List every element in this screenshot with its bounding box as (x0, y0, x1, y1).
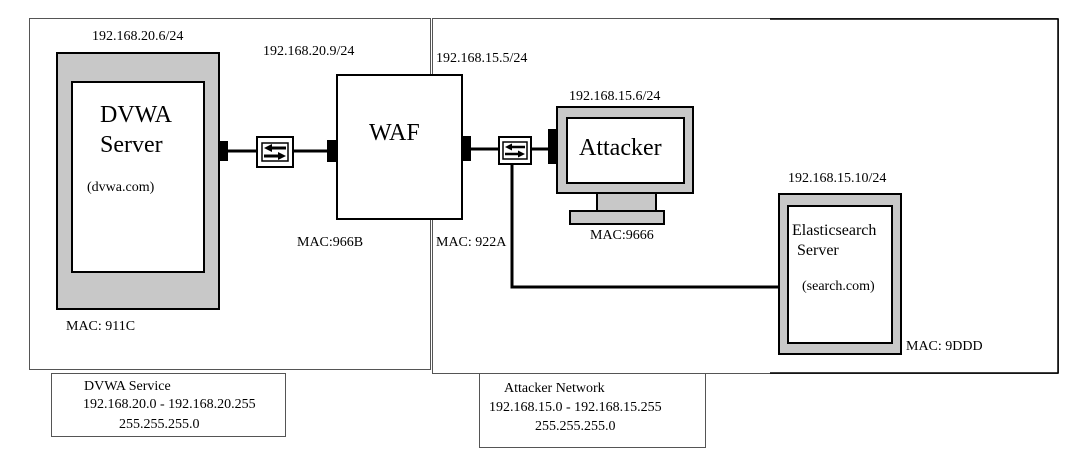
attacker-network-title: Attacker Network (504, 381, 605, 396)
dvwa-network-range: 192.168.20.0 - 192.168.20.255 (83, 397, 256, 412)
switch-1-icon (256, 136, 294, 168)
switch-2-icon (498, 136, 532, 165)
waf-right-ip: 192.168.15.5/24 (436, 51, 527, 66)
attacker-network-mask: 255.255.255.0 (535, 419, 616, 434)
attacker-mac: MAC:9666 (590, 228, 654, 243)
elasticsearch-name-line1: Elasticsearch (792, 222, 876, 239)
dvwa-network-info-box (51, 373, 286, 437)
waf-right-mac: MAC: 922A (436, 235, 507, 250)
attacker-port (548, 129, 557, 164)
waf-box (336, 74, 463, 220)
waf-left-port (327, 140, 336, 162)
dvwa-server-screen (71, 81, 205, 273)
dvwa-server-ip: 192.168.20.6/24 (92, 29, 183, 44)
dvwa-server-mac: MAC: 911C (66, 319, 135, 334)
attacker-network-info-box (479, 373, 706, 448)
link-switch-elasticsearch (510, 164, 779, 289)
attacker-network-region (432, 18, 1059, 374)
attacker-monitor-icon (556, 106, 694, 225)
attacker-label: Attacker (579, 135, 662, 161)
dvwa-server-port (219, 141, 228, 161)
elasticsearch-ip: 192.168.15.10/24 (788, 171, 886, 186)
attacker-network-range: 192.168.15.0 - 192.168.15.255 (489, 400, 662, 415)
waf-label: WAF (369, 120, 420, 146)
elasticsearch-server-screen (787, 205, 893, 344)
dvwa-server-domain: (dvwa.com) (87, 180, 155, 195)
dvwa-network-mask: 255.255.255.0 (119, 417, 200, 432)
waf-left-mac: MAC:966B (297, 235, 363, 250)
waf-left-ip: 192.168.20.9/24 (263, 44, 354, 59)
dvwa-server-name-line2: Server (100, 132, 163, 158)
attacker-ip: 192.168.15.6/24 (569, 89, 660, 104)
elasticsearch-domain: (search.com) (802, 279, 875, 294)
dvwa-network-title: DVWA Service (84, 379, 171, 394)
elasticsearch-mac: MAC: 9DDD (906, 339, 983, 354)
elasticsearch-name-line2: Server (797, 242, 839, 259)
waf-right-port (462, 136, 471, 161)
dvwa-server-name-line1: DVWA (100, 102, 173, 128)
